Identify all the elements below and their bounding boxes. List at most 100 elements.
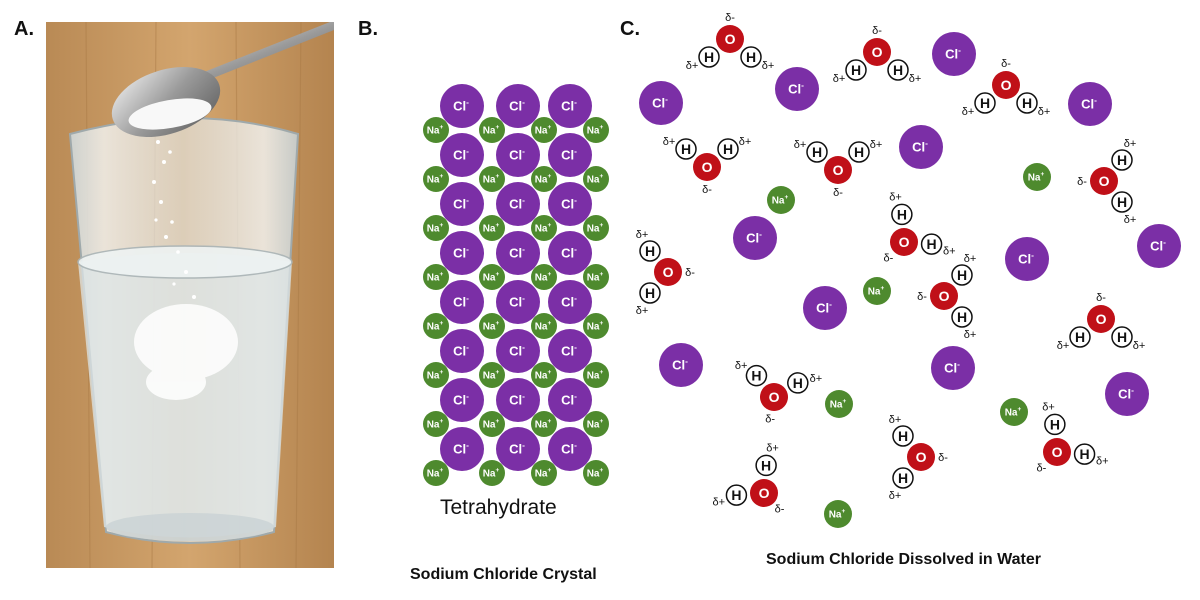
hydrogen-atom: H (845, 59, 867, 81)
sodium-ion: Na+ (583, 362, 609, 388)
hydrogen-atom: H (1016, 92, 1038, 114)
hydrogen-atom: H (755, 454, 777, 477)
svg-text:Cl-: Cl- (453, 342, 469, 359)
crystal-subtitle: Tetrahydrate (440, 496, 557, 519)
hydrogen-atom: H (891, 203, 913, 226)
svg-text:Na+: Na+ (535, 271, 552, 284)
sodium-ion: Na+ (583, 117, 609, 143)
svg-text:Cl-: Cl- (944, 359, 960, 376)
oxygen-atom: O (693, 153, 721, 181)
svg-text:H: H (1117, 194, 1127, 210)
chloride-ion: Cl- (548, 378, 592, 422)
chloride-ion: Cl- (931, 346, 975, 390)
hydrogen-atom: H (974, 92, 996, 114)
partial-charge-label: δ+ (1096, 455, 1109, 467)
sodium-ion: Na+ (583, 215, 609, 241)
hydrogen-atom: H (1069, 326, 1091, 348)
partial-charge-label: δ+ (810, 373, 823, 385)
partial-charge-label: δ+ (1057, 340, 1070, 352)
oxygen-atom: O (863, 38, 891, 66)
svg-text:O: O (833, 162, 844, 178)
hydrogen-atom: H (639, 240, 661, 262)
sodium-ion: Na+ (423, 362, 449, 388)
chloride-ion: Cl- (496, 427, 540, 471)
svg-text:Cl-: Cl- (453, 195, 469, 212)
chloride-ion: Cl- (496, 280, 540, 324)
chloride-ion: Cl- (548, 427, 592, 471)
partial-charge-label: δ+ (1133, 340, 1146, 352)
hydrogen-atom: H (951, 264, 973, 286)
chloride-ion: Cl- (733, 216, 777, 260)
svg-text:H: H (1117, 152, 1127, 168)
sodium-ion: Na+ (531, 460, 557, 486)
svg-text:Cl-: Cl- (561, 195, 577, 212)
svg-text:O: O (725, 31, 736, 47)
partial-charge-label: δ+ (943, 245, 956, 257)
partial-charge-label: δ+ (833, 73, 846, 85)
partial-charge-label: δ- (685, 267, 695, 279)
svg-text:Na+: Na+ (427, 467, 444, 480)
chloride-ion: Cl- (548, 133, 592, 177)
svg-text:Cl-: Cl- (561, 440, 577, 457)
svg-text:O: O (1001, 77, 1012, 93)
oxygen-atom: O (760, 383, 788, 411)
svg-text:Na+: Na+ (483, 222, 500, 235)
chloride-ion: Cl- (496, 378, 540, 422)
chloride-ion: Cl- (440, 182, 484, 226)
partial-charge-label: δ+ (794, 139, 807, 151)
sodium-ion: Na+ (423, 411, 449, 437)
svg-text:Na+: Na+ (483, 271, 500, 284)
svg-text:H: H (854, 144, 864, 160)
sodium-ion: Na+ (531, 117, 557, 143)
partial-charge-label: δ+ (964, 329, 977, 341)
sodium-ion: Na+ (479, 215, 505, 241)
oxygen-atom: O (654, 258, 682, 286)
partial-charge-label: δ+ (636, 229, 649, 241)
chloride-ion: Cl- (548, 231, 592, 275)
svg-text:Cl-: Cl- (453, 440, 469, 457)
crystal-caption: Sodium Chloride Crystal (410, 566, 597, 583)
sodium-ion: Na+ (767, 186, 795, 214)
svg-text:Cl-: Cl- (561, 293, 577, 310)
chloride-ion: Cl- (639, 81, 683, 125)
svg-text:Cl-: Cl- (453, 293, 469, 310)
svg-text:Na+: Na+ (427, 222, 444, 235)
svg-text:H: H (793, 375, 803, 391)
hydrogen-atom: H (892, 425, 914, 447)
svg-text:Cl-: Cl- (509, 342, 525, 359)
hydrogen-atom: H (639, 282, 661, 304)
partial-charge-label: δ+ (889, 414, 902, 426)
svg-text:H: H (1075, 329, 1085, 345)
oxygen-atom: O (890, 228, 918, 256)
svg-text:H: H (761, 457, 771, 473)
svg-text:Na+: Na+ (830, 398, 847, 411)
oxygen-atom: O (1090, 167, 1118, 195)
svg-text:Na+: Na+ (483, 467, 500, 480)
partial-charge-label: δ- (765, 414, 775, 426)
svg-text:Cl-: Cl- (561, 244, 577, 261)
svg-text:Cl-: Cl- (561, 342, 577, 359)
svg-text:Cl-: Cl- (912, 138, 928, 155)
sodium-ion: Na+ (583, 264, 609, 290)
svg-text:Cl-: Cl- (1118, 385, 1134, 402)
svg-text:H: H (1080, 446, 1090, 462)
svg-text:Cl-: Cl- (509, 293, 525, 310)
svg-text:Na+: Na+ (868, 285, 885, 298)
chloride-ion: Cl- (440, 378, 484, 422)
svg-text:H: H (1022, 95, 1032, 111)
hydrogen-atom: H (920, 233, 943, 255)
hydrogen-atom: H (1111, 326, 1133, 348)
chloride-ion: Cl- (548, 84, 592, 128)
svg-text:H: H (645, 285, 655, 301)
svg-text:Cl-: Cl- (561, 391, 577, 408)
svg-text:O: O (916, 449, 927, 465)
chloride-ion: Cl- (440, 133, 484, 177)
chloride-ion: Cl- (496, 133, 540, 177)
sodium-ion: Na+ (479, 166, 505, 192)
sodium-ion: Na+ (1023, 163, 1051, 191)
